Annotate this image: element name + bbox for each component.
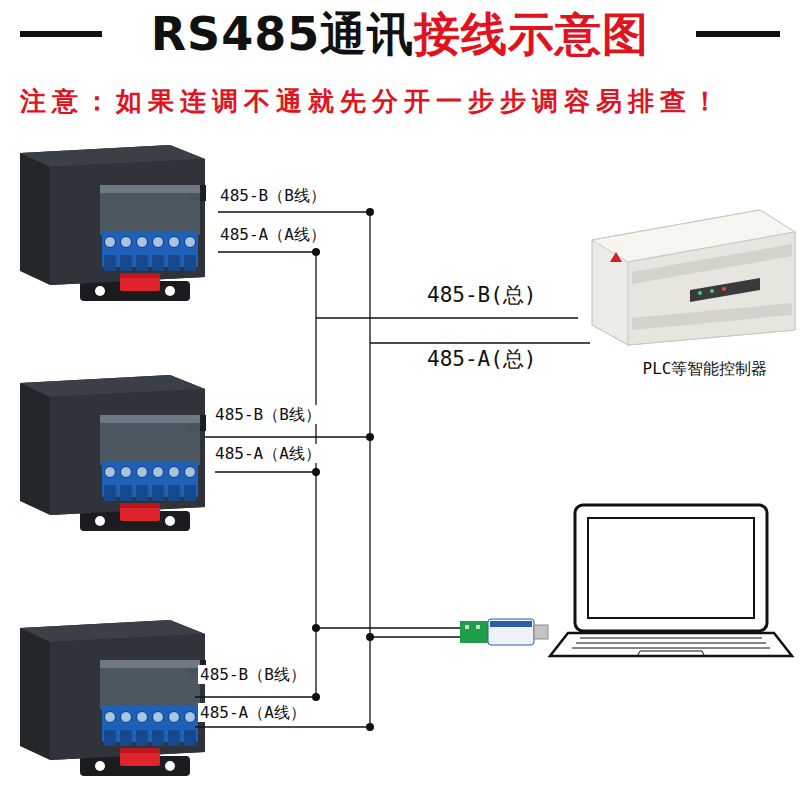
plc-body [592,210,795,345]
plc-led [698,291,702,295]
laptop-keyboard [572,638,770,655]
diagram-title: RS485通讯 [151,7,415,61]
plc-logo [610,252,622,262]
wire [205,436,370,437]
plc-illustration [592,210,795,345]
wire [370,636,462,637]
signal-name: 485-B（B线） [218,186,328,205]
junction-dot [312,693,320,701]
bus-signal-name: 485-A(总) [425,347,539,371]
plc-led [710,289,714,293]
bus-signal-name: 485-B(总) [425,283,539,307]
title-rule-right [696,31,780,37]
converter-body [488,619,534,645]
signal-name: 485-B（B线） [198,665,308,684]
usb-485-converter [460,619,548,645]
signal-name: 485-A（A线） [213,444,323,463]
wire [218,251,316,252]
plc-terminals [632,303,792,330]
laptop-screen [575,505,767,631]
signal-name: 485-A（A线） [198,703,308,722]
plc-controller: PLC等智能控制器 [585,205,797,382]
junction-dot [312,624,320,632]
wire [218,211,370,212]
rs485-module [20,375,206,531]
title-rule-left [20,31,102,37]
rs485-module [20,145,206,301]
wire [370,342,590,343]
junction-dot [366,633,374,641]
wire [215,471,316,472]
wire [195,696,316,697]
signal-name: 485-B（B线） [213,405,323,424]
junction-dot [366,723,374,731]
laptop-base [550,633,792,656]
junction-dot [312,468,320,476]
converter-screw [465,625,469,629]
device-caption: PLC等智能控制器 [643,359,768,378]
converter-band [490,621,532,627]
plc-front [628,232,795,345]
converter-terminal [460,621,488,643]
wire [195,726,370,727]
usb-plug [534,625,548,639]
junction-dots [312,208,374,731]
junction-dot [312,248,320,256]
bus-wires [195,212,590,727]
junction-dot [366,208,374,216]
laptop-display [588,518,754,618]
rs485-module [20,145,206,776]
plc-panel [690,278,760,302]
rs485-module [20,620,206,776]
wire [316,317,578,318]
title-block: RS485通讯接线示意图 [151,8,650,61]
laptop [550,505,792,656]
plc-terminals [632,244,792,284]
plc-led [722,287,726,291]
warning-note: 注意：如果连调不通就先分开一步步调容易排查！ [20,86,724,117]
bus-line [369,212,370,727]
wire [316,627,462,628]
junction-dot [366,433,374,441]
converter-screw [476,625,480,629]
signal-name: 485-A（A线） [218,225,328,244]
title-row: RS485通讯接线示意图 [0,8,800,61]
diagram-title: 接线示意图 [414,7,649,61]
